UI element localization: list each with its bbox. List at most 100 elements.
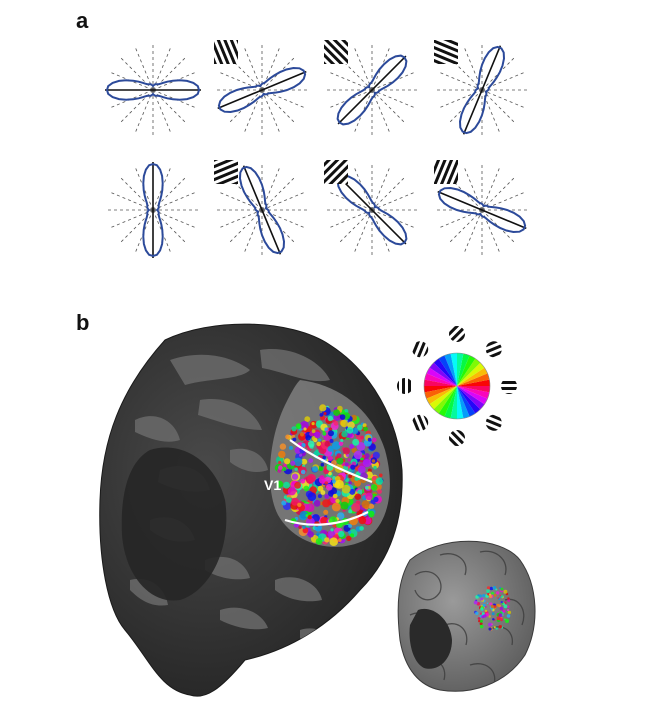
polar-spoke	[353, 89, 373, 135]
map-pixel	[341, 484, 351, 494]
map-pixel	[333, 409, 340, 416]
map-pixel	[371, 459, 376, 463]
color-wheel-segment	[457, 355, 476, 386]
preferred-orientation-line	[217, 70, 307, 110]
map-pixel	[285, 434, 290, 440]
map-pixel	[339, 414, 346, 420]
polar-plot-8	[434, 160, 530, 258]
map-pixel	[354, 479, 361, 487]
tuning-curve	[142, 162, 164, 258]
map-pixel	[479, 622, 483, 626]
color-wheel-segment	[429, 386, 457, 410]
map-pixel	[307, 473, 316, 483]
map-pixel	[327, 415, 333, 422]
map-pixel	[340, 419, 349, 428]
map-pixel	[349, 488, 356, 495]
color-wheel-segment	[457, 373, 490, 386]
color-wheel-segment	[457, 352, 464, 386]
map-pixel	[300, 469, 306, 475]
map-pixel	[490, 604, 495, 609]
polar-spoke	[261, 89, 297, 125]
polar-spoke	[327, 71, 373, 91]
map-pixel	[282, 466, 287, 471]
map-pixel	[285, 497, 292, 503]
map-pixel	[358, 516, 367, 525]
map-pixel	[484, 609, 488, 613]
map-pixel	[346, 427, 354, 434]
polar-spoke	[108, 209, 154, 229]
map-pixel	[294, 446, 302, 454]
polar-plot-7	[324, 160, 420, 258]
map-pixel	[359, 526, 364, 531]
map-pixel	[332, 493, 338, 499]
map-pixel	[498, 613, 503, 618]
panel-b-label: b	[76, 310, 90, 335]
color-wheel-segment	[426, 367, 457, 386]
map-pixel	[507, 599, 511, 602]
polar-spoke	[447, 175, 483, 211]
grating-legend-icon	[412, 414, 429, 431]
map-pixel	[503, 618, 506, 621]
map-pixel	[488, 615, 491, 618]
map-pixel	[328, 430, 334, 437]
map-pixel	[348, 509, 353, 514]
map-pixel	[291, 497, 299, 506]
map-pixel	[351, 503, 361, 512]
map-pixel	[320, 475, 324, 480]
color-wheel-segment	[424, 386, 457, 399]
polar-plot-3	[324, 40, 420, 138]
map-pixel	[348, 481, 352, 485]
polar-spoke	[437, 71, 483, 91]
map-pixel	[322, 499, 331, 508]
grating-stimulus-icon	[324, 160, 348, 184]
inflated-hemisphere-large: V1	[99, 323, 403, 697]
polar-spoke	[152, 209, 172, 255]
map-pixel	[488, 627, 492, 631]
map-pixel	[318, 438, 322, 442]
map-pixel	[495, 588, 498, 591]
map-pixel	[489, 593, 491, 596]
map-pixel	[367, 510, 375, 518]
map-pixel	[507, 605, 510, 608]
map-pixel	[502, 602, 504, 605]
map-pixel	[327, 455, 333, 461]
color-wheel-segment	[450, 352, 457, 386]
map-pixel	[301, 443, 306, 448]
map-pixel	[284, 458, 291, 465]
map-pixel	[329, 439, 334, 443]
polar-spoke	[227, 175, 263, 211]
color-wheel-segment	[424, 373, 457, 386]
polar-spoke	[481, 175, 517, 211]
grating-legend-icon	[412, 341, 429, 358]
map-pixel	[372, 475, 377, 481]
map-pixel	[300, 478, 306, 484]
color-wheel-segment	[457, 386, 488, 405]
map-pixel	[500, 595, 504, 598]
map-pixel	[302, 525, 306, 529]
map-pixel	[320, 516, 329, 525]
polar-spoke	[481, 209, 517, 245]
map-pixel	[372, 437, 377, 443]
polar-spoke	[353, 165, 373, 211]
map-pixel	[311, 466, 319, 473]
map-pixel	[340, 501, 349, 510]
map-pixel	[503, 589, 508, 594]
map-pixel	[294, 481, 301, 489]
map-pixel	[322, 431, 327, 436]
preferred-orientation-line	[337, 55, 407, 125]
color-wheel-segment	[444, 386, 457, 419]
preferred-orientation-line	[437, 190, 527, 230]
map-pixel	[337, 538, 342, 542]
map-pixel	[336, 457, 344, 465]
map-pixel	[298, 525, 302, 529]
map-pixel	[365, 492, 373, 501]
polar-spoke	[371, 89, 417, 109]
map-pixel	[281, 500, 287, 506]
map-pixel	[330, 528, 334, 532]
map-pixel	[493, 605, 497, 609]
map-pixel	[327, 445, 334, 452]
map-pixel	[346, 535, 352, 542]
map-pixel	[495, 627, 498, 630]
map-pixel	[492, 618, 495, 621]
map-pixel	[300, 421, 309, 430]
